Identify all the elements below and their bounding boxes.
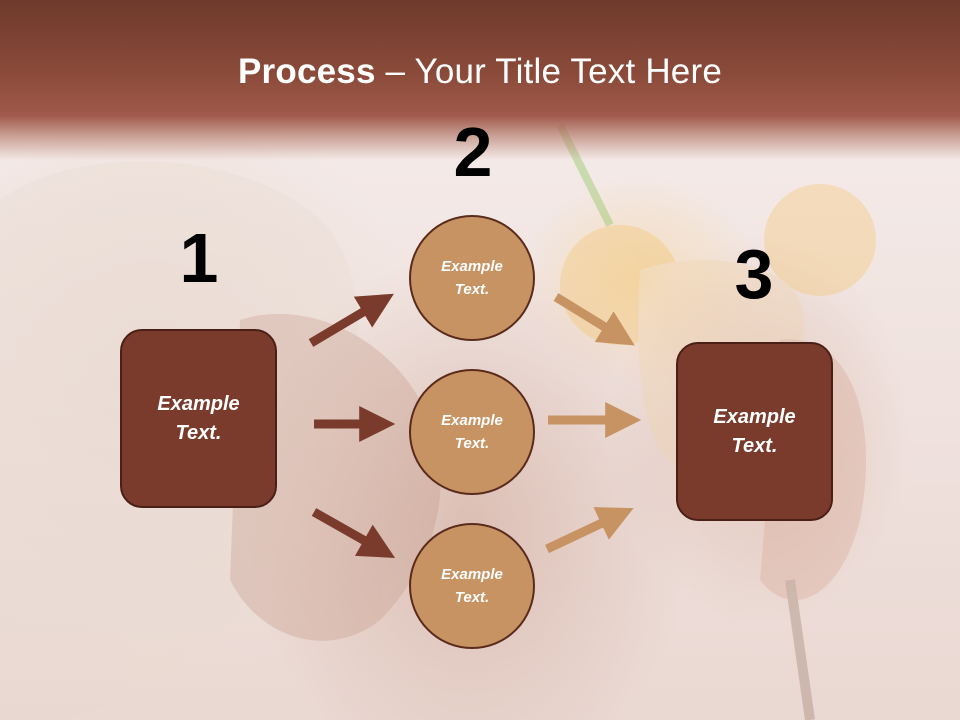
arrow-bottom-to-right: [545, 507, 634, 554]
circle-middle: Example Text.: [409, 369, 535, 495]
arrow-top-to-right: [553, 293, 635, 346]
step-number-1: 1: [179, 219, 219, 297]
circle-bottom: Example Text.: [409, 523, 535, 649]
slide-title: Process – Your Title Text Here: [0, 52, 960, 92]
title-band: [0, 0, 960, 160]
step-number-3: 3: [734, 235, 774, 313]
step-number-2: 2: [453, 113, 493, 191]
left-box: Example Text.: [120, 329, 277, 508]
title-rest: – Your Title Text Here: [375, 52, 722, 91]
arrow-left-to-bottom: [311, 508, 396, 558]
right-box: Example Text.: [676, 342, 833, 521]
circle-top: Example Text.: [409, 215, 535, 341]
arrow-left-to-top: [308, 293, 394, 347]
title-strong: Process: [238, 52, 376, 91]
